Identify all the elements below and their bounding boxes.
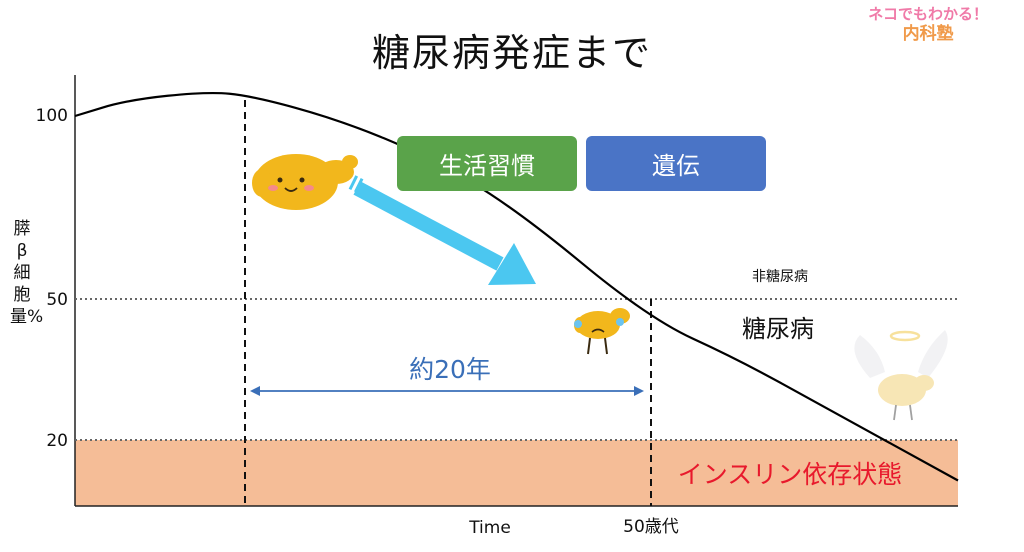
angel-pancreas-icon (854, 330, 948, 421)
decline-arrow-tail (348, 175, 366, 194)
span-label: 約20年 (409, 355, 491, 384)
logo-line-1: ネコでもわかる！ (868, 5, 988, 23)
sad-pancreas-icon (574, 308, 630, 355)
brand-logo: ネコでもわかる！ 内科塾 (868, 4, 988, 44)
happy-pancreas-icon (252, 154, 358, 210)
span-arrow-right-head (634, 386, 644, 396)
decline-arrow (348, 175, 536, 285)
x-tick-fifties: 50歳代 (623, 517, 679, 537)
decline-arrow-head (488, 243, 536, 285)
y-axis-label: 膵β細胞量% (10, 219, 44, 327)
insulin-dependent-label: インスリン依存状態 (677, 460, 903, 489)
span-arrow (250, 386, 644, 396)
insulin-zone-band (75, 440, 958, 506)
y-tick-20: 20 (46, 431, 68, 451)
y-tick-100: 100 (35, 106, 68, 126)
genetics-tag: 遺伝 (586, 136, 766, 191)
y-tick-50: 50 (46, 290, 68, 310)
chart-title: 糖尿病発症まで (371, 31, 652, 75)
logo-line-2: 内科塾 (902, 24, 954, 44)
decline-arrow-shaft (353, 181, 504, 271)
span-arrow-left-head (250, 386, 260, 396)
diabetes-label: 糖尿病 (742, 315, 814, 343)
non-diabetic-label: 非糖尿病 (752, 269, 808, 285)
x-axis-label: Time (469, 518, 511, 538)
lifestyle-tag: 生活習慣 (397, 136, 577, 191)
